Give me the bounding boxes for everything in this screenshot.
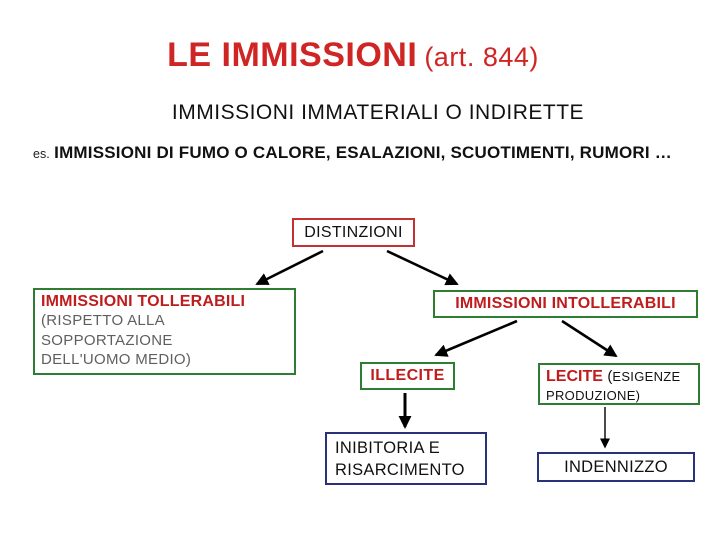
slide-title: LE IMMISSIONI(art. 844) bbox=[0, 36, 706, 75]
arrow-distinzioni-to-tollerabili bbox=[255, 249, 324, 286]
node-immissioni-intollerabili: IMMISSIONI INTOLLERABILI bbox=[433, 290, 698, 318]
example-prefix: es. bbox=[33, 147, 50, 161]
node-lecite: LECITE (ESIGENZE PRODUZIONE) bbox=[538, 363, 700, 405]
slide-title-suffix: (art. 844) bbox=[424, 42, 539, 72]
lecite-line1: LECITE (ESIGENZE bbox=[546, 367, 692, 386]
tollerabili-note-line3: DELL'UOMO MEDIO) bbox=[41, 351, 192, 368]
slide-title-main: LE IMMISSIONI bbox=[167, 36, 418, 74]
example-text: IMMISSIONI DI FUMO O CALORE, ESALAZIONI,… bbox=[54, 143, 672, 162]
slide-subtitle: IMMISSIONI IMMATERIALI O INDIRETTE bbox=[171, 101, 585, 124]
inibitoria-line2: RISARCIMENTO bbox=[335, 460, 465, 479]
tollerabili-note-line1: (RISPETTO ALLA bbox=[41, 312, 165, 329]
node-distinzioni: DISTINZIONI bbox=[292, 218, 415, 247]
lecite-paren: ( bbox=[607, 368, 613, 385]
lecite-note-line2: PRODUZIONE) bbox=[546, 388, 641, 403]
tollerabili-note-line2: SOPPORTAZIONE bbox=[41, 331, 173, 349]
lecite-title: LECITE bbox=[546, 368, 603, 385]
node-illecite: ILLECITE bbox=[360, 362, 455, 390]
node-inibitoria-risarcimento: INIBITORIA E RISARCIMENTO bbox=[325, 432, 487, 485]
lecite-note-line1: ESIGENZE bbox=[612, 369, 681, 384]
arrow-distinzioni-to-intollerabili bbox=[386, 249, 459, 286]
arrow-intollerabili-to-illecite bbox=[434, 319, 518, 357]
node-indennizzo: INDENNIZZO bbox=[537, 452, 695, 482]
example-line: es. IMMISSIONI DI FUMO O CALORE, ESALAZI… bbox=[33, 143, 720, 163]
inibitoria-line1: INIBITORIA E bbox=[335, 438, 441, 457]
tollerabili-title: IMMISSIONI TOLLERABILI bbox=[41, 293, 246, 310]
arrow-intollerabili-to-lecite bbox=[561, 319, 618, 358]
node-immissioni-tollerabili: IMMISSIONI TOLLERABILI (RISPETTO ALLA SO… bbox=[33, 288, 296, 375]
